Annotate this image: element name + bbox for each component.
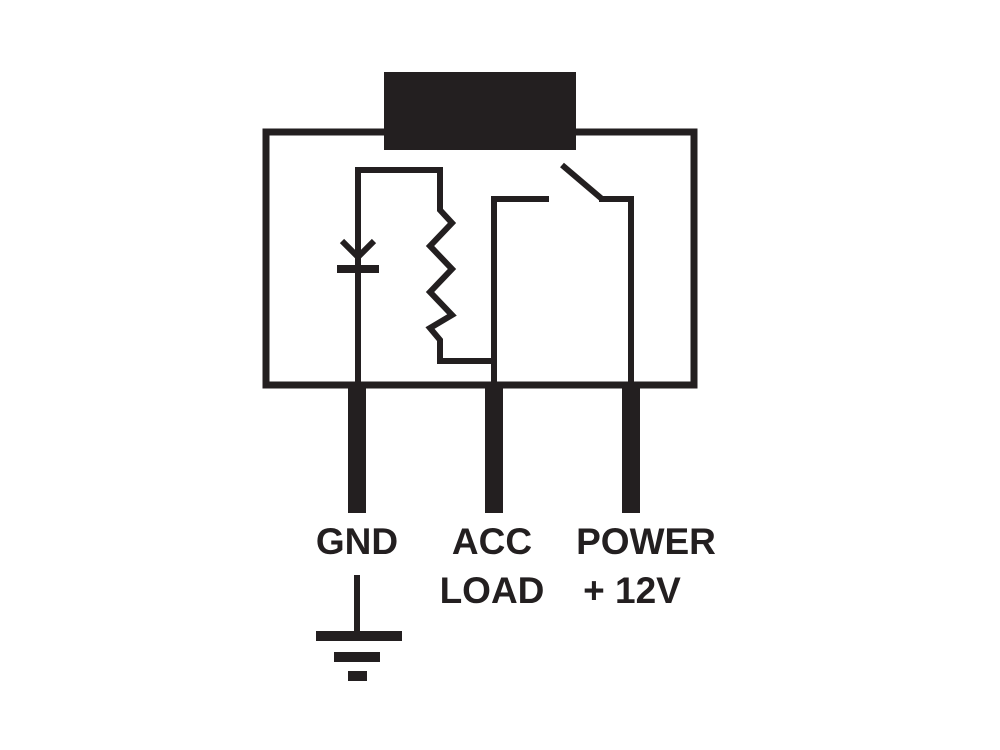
ground-symbol-icon (316, 575, 402, 681)
acc-pin (485, 385, 503, 513)
acc-internal-line (491, 196, 549, 385)
power-label-line2: + 12V (583, 570, 681, 611)
acc-label-line1: ACC (452, 521, 532, 562)
power-label-line1: POWER (576, 521, 716, 562)
resistor-icon (425, 167, 494, 364)
gnd-label: GND (316, 521, 398, 562)
switch-icon (560, 162, 634, 385)
power-pin (622, 385, 640, 513)
gnd-pin (348, 385, 366, 513)
relay-top-tab (384, 72, 576, 150)
diode-icon (337, 167, 440, 385)
acc-label-line2: LOAD (440, 570, 545, 611)
